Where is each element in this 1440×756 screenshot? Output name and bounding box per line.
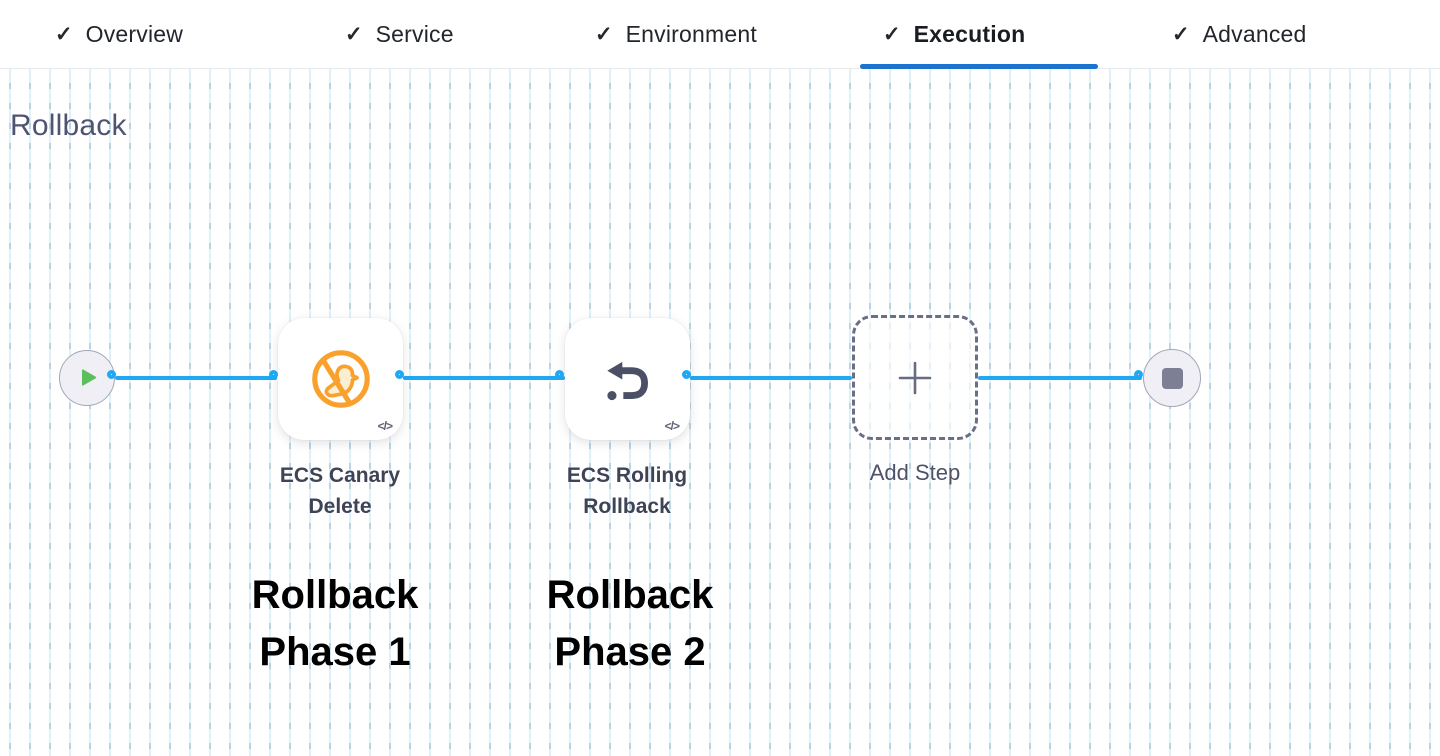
tab-environment[interactable]: ✓ Environment [595, 0, 757, 68]
connector-line [978, 376, 1142, 380]
rollback-arrow-icon [606, 361, 648, 401]
port-canary-out[interactable] [395, 370, 404, 379]
step-label-ecs-canary-delete: ECS Canary Delete [279, 464, 401, 518]
tab-label: Service [375, 20, 454, 47]
port-rolling-in[interactable] [555, 370, 564, 379]
step-label-ecs-rolling-rollback: ECS Rolling Rollback [566, 464, 688, 518]
rollback-section-heading: Rollback [10, 109, 127, 142]
tab-advanced[interactable]: ✓ Advanced [1172, 0, 1307, 68]
tab-overview[interactable]: ✓ Overview [55, 0, 183, 68]
end-node[interactable] [1143, 349, 1201, 407]
connector-line [403, 376, 565, 380]
port-start-out[interactable] [107, 370, 116, 379]
tab-label: Advanced [1202, 20, 1307, 47]
code-template-icon: </> [664, 419, 680, 433]
canary-delete-icon [311, 350, 370, 408]
connector-line [115, 376, 277, 380]
play-icon [82, 369, 97, 386]
port-canary-in[interactable] [269, 370, 278, 379]
check-icon: ✓ [55, 22, 73, 46]
add-step-button[interactable] [852, 315, 978, 440]
port-rolling-out[interactable] [682, 370, 691, 379]
plus-icon [898, 361, 932, 394]
tab-label: Execution [913, 20, 1026, 47]
step-node-ecs-rolling-rollback[interactable]: </> [565, 318, 690, 440]
execution-graph-canvas[interactable]: Rollback </> < [0, 69, 1440, 756]
tab-service[interactable]: ✓ Service [345, 0, 454, 68]
add-step-label: Add Step [869, 460, 961, 485]
tab-execution[interactable]: ✓ Execution [883, 0, 1025, 68]
start-node[interactable] [59, 350, 115, 406]
stop-icon [1161, 367, 1183, 389]
check-icon: ✓ [345, 22, 363, 46]
annotation-rollback-phase-2: Rollback Phase 2 [546, 573, 714, 674]
check-icon: ✓ [883, 22, 901, 46]
annotation-rollback-phase-1: Rollback Phase 1 [251, 573, 419, 674]
code-template-icon: </> [377, 419, 393, 433]
step-node-ecs-canary-delete[interactable]: </> [278, 318, 403, 440]
tab-label: Environment [625, 20, 757, 47]
tab-label: Overview [85, 20, 184, 47]
connector-line [690, 376, 852, 380]
stage-tabbar: ✓ Overview ✓ Service ✓ Environment ✓ Exe… [0, 0, 1440, 69]
port-end-in[interactable] [1134, 370, 1143, 379]
check-icon: ✓ [1172, 22, 1190, 46]
check-icon: ✓ [595, 22, 613, 46]
active-tab-underline [860, 64, 1098, 69]
